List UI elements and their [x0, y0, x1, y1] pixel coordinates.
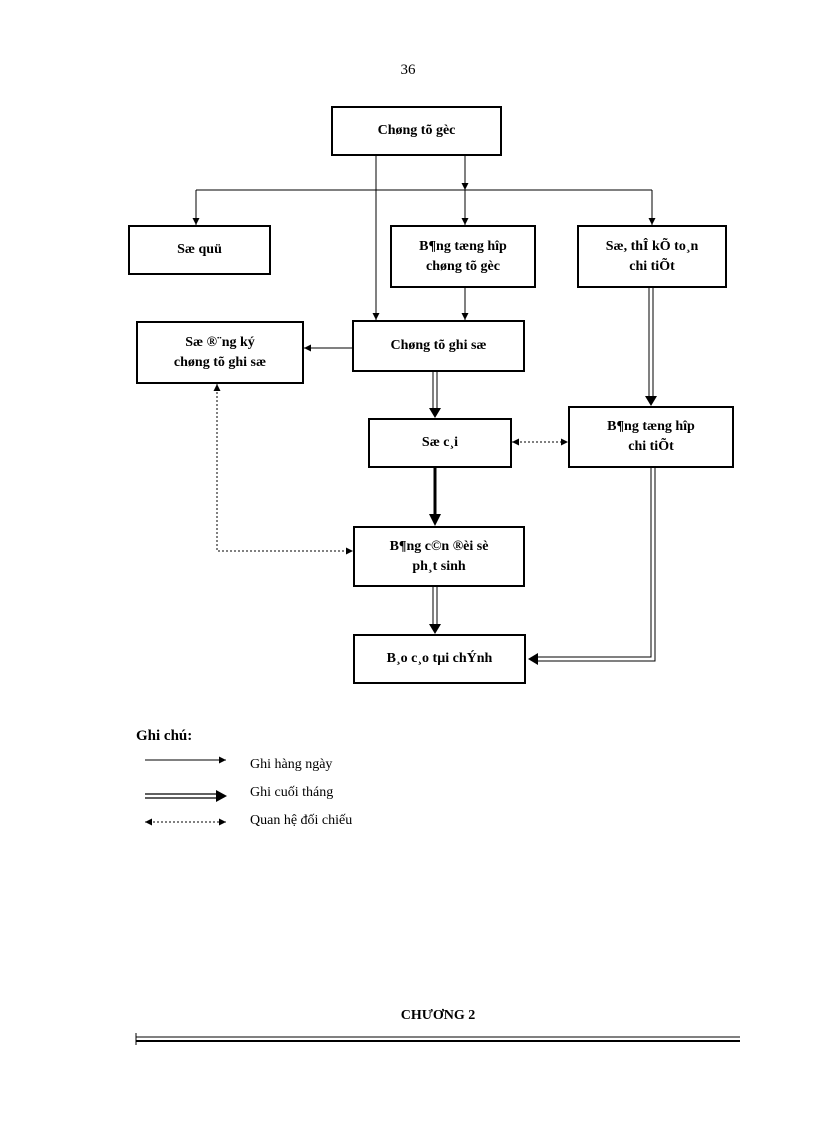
legend-samples — [145, 756, 227, 826]
node-label-line-1: Sæ ®¨ng ký — [185, 334, 255, 350]
node-label-line-1: Sæ, thÎ kÕ to¸n — [605, 238, 699, 254]
legend-monthly-arrowhead — [216, 790, 227, 802]
node-bang-tong-hop-chi-tiet: B¶ng tæng hîp chi tiÕt — [568, 406, 734, 468]
page-number: 36 — [400, 62, 416, 78]
node-label: Sæ quü — [177, 242, 222, 257]
reconciliation-arrows — [213, 384, 568, 555]
chapter-rule — [135, 1033, 740, 1045]
node-so-the-ke-toan-chi-tiet: Sæ, thÎ kÕ to¸n chi tiÕt — [577, 225, 727, 288]
node-label-line-2: chøng tõ gèc — [426, 258, 500, 274]
node-label: Sæ c¸i — [421, 435, 459, 450]
legend-daily-label: Ghi hàng ngày — [250, 757, 333, 772]
thick-arrow — [429, 468, 441, 526]
node-so-quy: Sæ quü — [128, 225, 271, 275]
node-so-cai: Sæ c¸i — [368, 418, 512, 468]
node-label-line-1: B¶ng tæng hîp — [607, 419, 695, 434]
legend-monthly-label: Ghi cuối tháng — [250, 785, 334, 800]
node-bang-can-doi-so-phat-sinh: B¶ng c©n ®èi sè ph¸t sinh — [353, 526, 525, 587]
node-chung-tu-ghi-so: Chøng tõ ghi sæ — [352, 320, 525, 372]
node-label: Chøng tõ gèc — [377, 123, 456, 138]
node-label-line-1: B¶ng c©n ®èi sè — [389, 538, 489, 554]
node-label: B¸o c¸o tµi chÝnh — [386, 651, 493, 666]
legend-reconcile-label: Quan hệ đối chiếu — [250, 813, 353, 828]
monthly-arrows — [429, 288, 657, 665]
node-bang-tong-hop-chung-tu-goc: B¶ng tæng hîp chøng tõ gèc — [390, 225, 536, 288]
node-label-line-2: chøng tõ ghi sæ — [173, 354, 267, 370]
node-label-line-2: ph¸t sinh — [412, 558, 466, 574]
chapter-title: CHƯƠNG 2 — [400, 1008, 476, 1023]
node-label: Chøng tõ ghi sæ — [390, 338, 487, 353]
node-label-line-2: chi tiÕt — [628, 439, 674, 454]
node-label-line-2: chi tiÕt — [629, 258, 675, 274]
node-bao-cao-tai-chinh: B¸o c¸o tµi chÝnh — [353, 634, 526, 684]
node-label-line-1: B¶ng tæng hîp — [419, 238, 507, 254]
node-chung-tu-goc: Chøng tõ gèc — [331, 106, 502, 156]
legend-title: Ghi chú: — [136, 728, 193, 744]
node-so-dang-ky-chung-tu-ghi-so: Sæ ®¨ng ký chøng tõ ghi sæ — [136, 321, 304, 384]
daily-arrows — [192, 156, 656, 352]
